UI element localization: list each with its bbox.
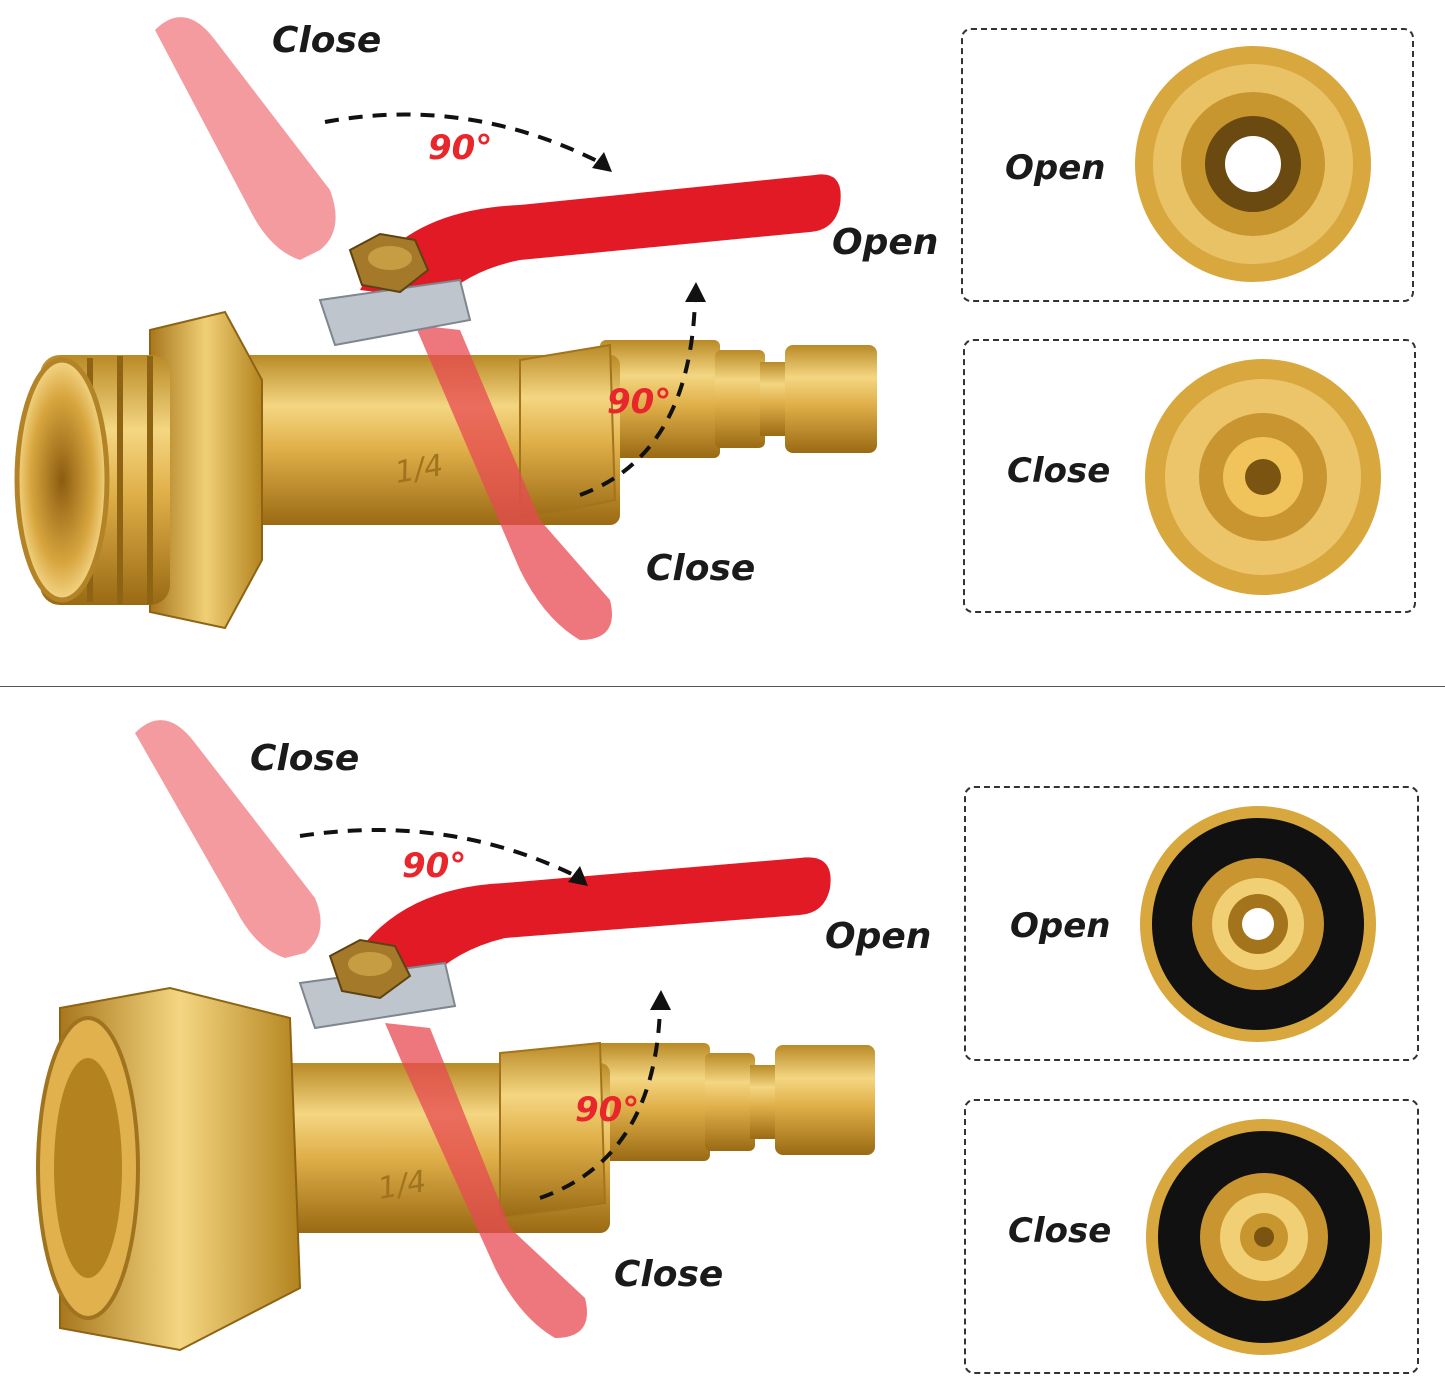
close-end-view — [1146, 1119, 1382, 1355]
view-label: Close — [1008, 1211, 1112, 1251]
close-end-view — [1145, 359, 1381, 595]
close-view-box: Close — [964, 1099, 1419, 1374]
open-view-box: Open — [964, 786, 1419, 1061]
bottom-panel: Close 90° Open 90° 1/4 Close Open Close — [0, 688, 1445, 1379]
stem-nut — [318, 232, 472, 347]
quick-connect-plug — [590, 1043, 875, 1161]
rotation-arrow-side — [539, 1007, 662, 1200]
female-swivel-nut — [36, 986, 302, 1352]
stem-nut — [298, 938, 457, 1030]
male-thread-end — [14, 355, 170, 605]
close-label-top: Close — [250, 738, 360, 779]
angle-label-side: 90° — [607, 382, 672, 422]
top-panel: Close 90° Open 90° 1/4 Close Open Close — [0, 0, 1445, 686]
handle-closed-ghost — [135, 720, 587, 1338]
quick-connect-plug — [600, 340, 877, 458]
view-label: Close — [1007, 451, 1111, 491]
close-label-top: Close — [272, 20, 382, 61]
angle-label-top: 90° — [402, 846, 467, 886]
rotation-arrow-side — [579, 299, 697, 497]
handle-open — [360, 174, 841, 300]
valve-illustration — [14, 17, 877, 640]
open-view-box: Open — [961, 28, 1414, 302]
close-view-box: Close — [963, 339, 1416, 613]
open-label: Open — [832, 222, 939, 263]
view-label: Open — [1010, 906, 1111, 946]
angle-label-side: 90° — [575, 1090, 640, 1130]
angle-label-top: 90° — [428, 128, 493, 168]
view-label: Open — [1005, 148, 1106, 188]
close-label-bottom: Close — [614, 1254, 724, 1295]
close-label-bottom: Close — [646, 548, 756, 589]
rotation-arrow-top — [299, 828, 581, 880]
divider-line — [0, 686, 1445, 687]
open-end-view — [1135, 46, 1371, 282]
rotation-arrow-top — [324, 112, 606, 167]
open-label: Open — [825, 916, 932, 957]
open-end-view — [1140, 806, 1376, 1042]
valve-illustration — [36, 720, 875, 1352]
handle-closed-ghost — [155, 17, 612, 640]
valve-body — [240, 343, 620, 525]
valve-body — [250, 1041, 610, 1233]
handle-open — [345, 857, 831, 983]
hex-nut — [149, 310, 263, 630]
